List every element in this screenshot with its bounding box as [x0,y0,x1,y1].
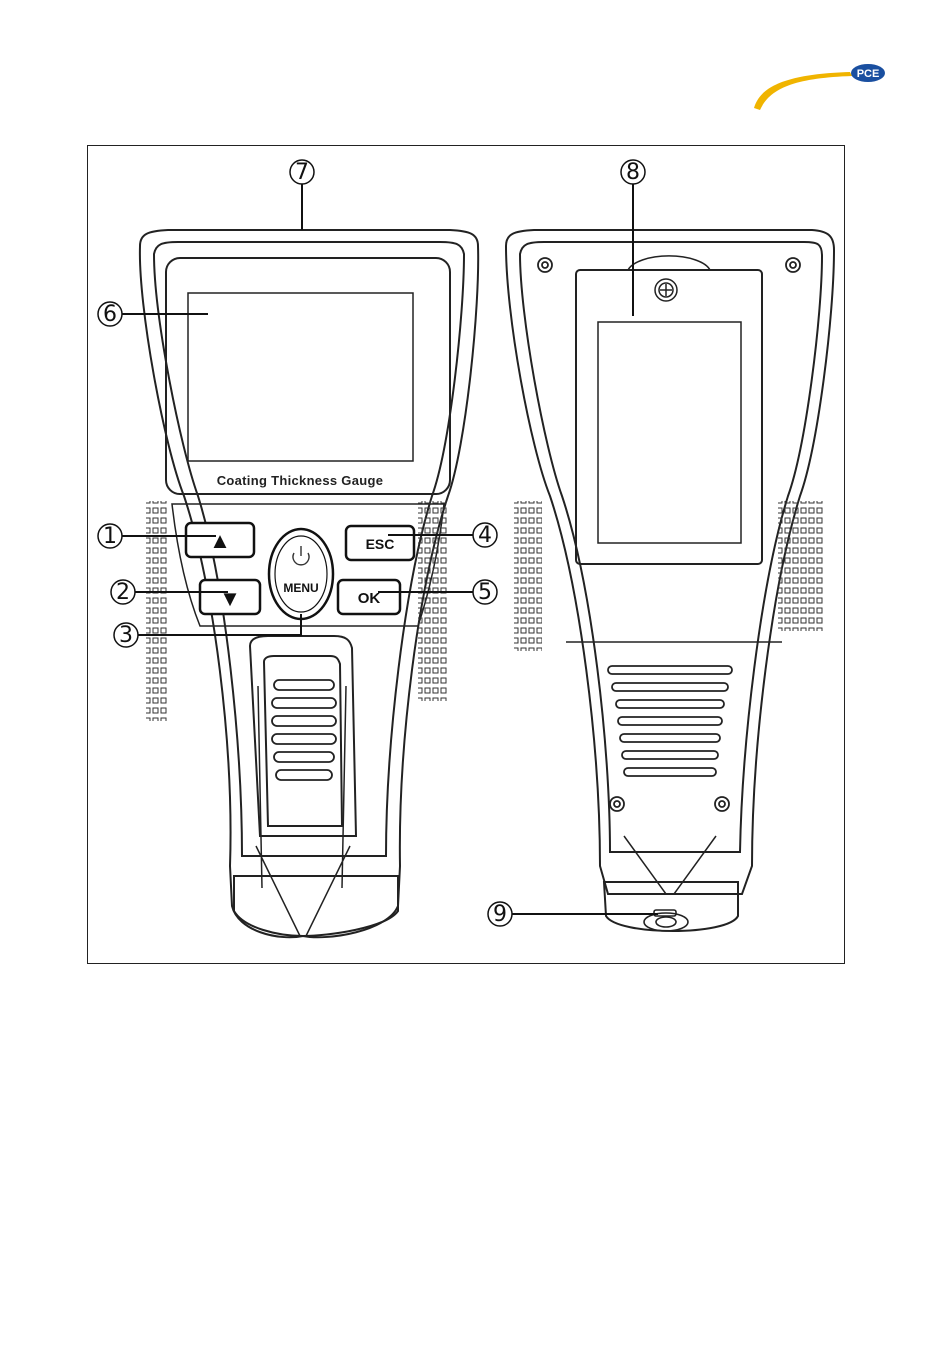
device-figure: ▲ ▼ ESC OK MENU Coating Thickness Gauge [87,145,845,964]
battery-label-area [598,322,741,543]
battery-compartment [576,270,762,564]
svg-text:OK: OK [358,590,381,607]
svg-text:5: 5 [478,580,492,605]
ok-button[interactable]: OK [338,580,400,614]
lcd-display [188,293,413,461]
svg-text:2: 2 [116,580,130,605]
svg-text:3: 3 [119,623,133,648]
back-screws [538,258,800,811]
svg-text:1: 1 [103,524,117,549]
grip-left [146,501,168,721]
battery-screw [655,279,677,301]
back-strap-lines [624,836,716,894]
svg-text:6: 6 [103,302,117,327]
svg-text:ESC: ESC [366,536,395,552]
svg-text:▲: ▲ [209,528,231,553]
svg-text:MENU: MENU [283,581,318,595]
esc-button[interactable]: ESC [346,526,414,560]
pce-logo: PCE [740,52,900,122]
menu-power-button[interactable]: MENU [269,529,333,619]
device-label: Coating Thickness Gauge [217,473,384,488]
back-grip-right [778,501,824,631]
probe-slots [272,680,336,780]
svg-text:9: 9 [493,902,507,927]
battery-cover-arc [628,256,710,270]
callout-6: 6 [98,302,208,327]
callout-8: 8 [621,160,645,316]
up-button[interactable]: ▲ [186,523,254,557]
callout-3: 3 [114,614,301,648]
logo-swoosh [754,72,852,110]
back-grip-left [514,501,542,651]
grip-right [418,501,448,701]
vent-slots [608,666,732,776]
svg-text:4: 4 [478,523,492,548]
callout-7: 7 [290,160,314,230]
callout-9: 9 [488,902,658,927]
svg-text:▼: ▼ [219,586,241,611]
probe-tip-housing [604,882,738,931]
svg-text:8: 8 [626,160,640,185]
down-button[interactable]: ▼ [200,580,260,614]
svg-text:7: 7 [295,160,309,185]
back-view [506,230,834,931]
logo-text: PCE [857,68,880,80]
